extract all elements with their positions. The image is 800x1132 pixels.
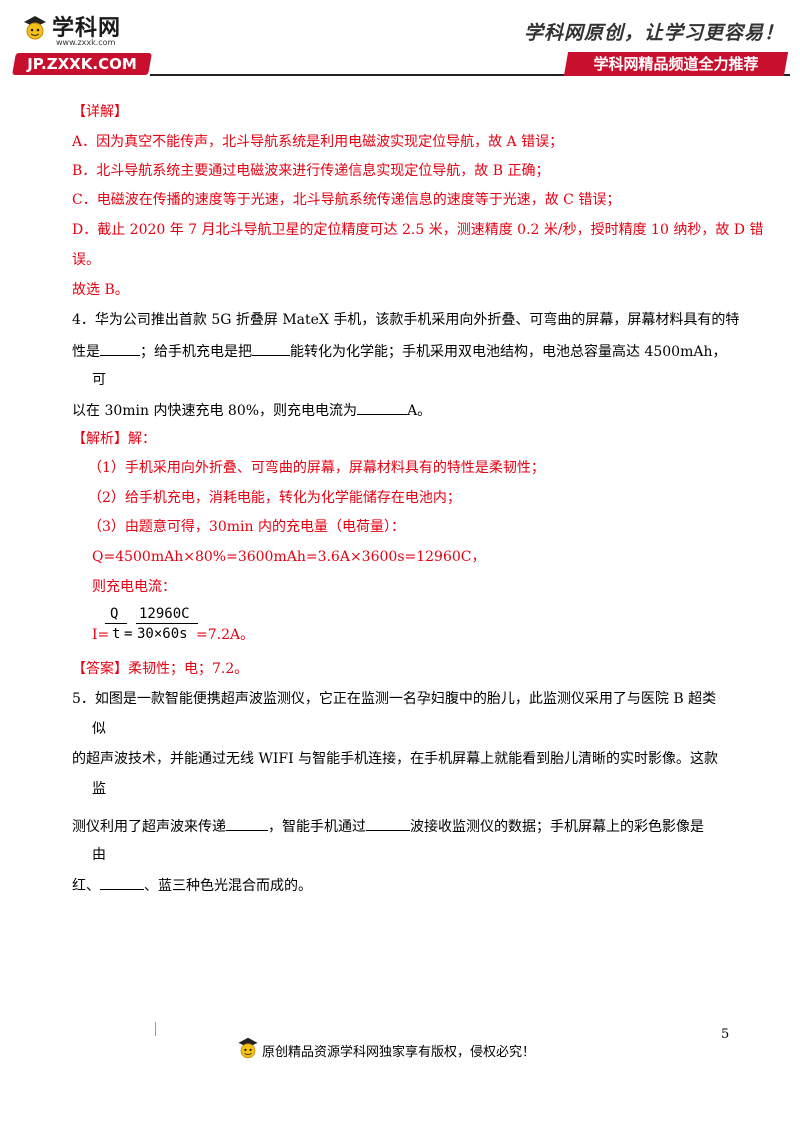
copyright-notice: 原创精品资源学科网独家享有版权，侵权必究！ <box>262 1045 536 1060</box>
q5-line-3: 的超声波技术，并能通过无线 WIFI 与智能手机连接，在手机屏幕上就能看到胎儿清… <box>72 751 719 767</box>
q4-blank-2[interactable] <box>252 341 290 356</box>
q4-text: 能转化为化学能；手机采用双电池结构，电池总容量高达 4500mAh， <box>290 344 727 360</box>
mascot-icon <box>24 16 46 40</box>
q4-line-1: 4．华为公司推出首款 5G 折叠屏 MateX 手机，该款手机采用向外折叠、可弯… <box>72 312 740 328</box>
analysis-step-1: （1）手机采用向外折叠、可弯曲的屏幕，屏幕材料具有的特性是柔韧性； <box>88 460 545 476</box>
fraction-eq: = <box>124 626 133 642</box>
q5-line-2: 似 <box>92 721 106 737</box>
q5-text: 波接收监测仪的数据；手机屏幕上的彩色影像是 <box>410 819 704 835</box>
channel-banner-label: 学科网精品频道全力推荐 <box>593 55 759 73</box>
logo-name: 学科网 <box>52 16 122 41</box>
q5-text: ，智能手机通过 <box>268 819 366 835</box>
q5-line-1: 5．如图是一款智能便携超声波监测仪，它正在监测一名孕妇腹中的胎儿，此监测仪采用了… <box>72 691 717 707</box>
analysis-step-2: （2）给手机充电，消耗电能，转化为化学能储存在电池内； <box>88 490 461 506</box>
header-divider <box>150 74 790 76</box>
page-number: 5 <box>721 1027 730 1042</box>
detail-option-c: C．电磁波在传播的速度等于光速，北斗导航系统传递信息的速度等于光速，故 C 错误… <box>72 192 621 208</box>
q5-line-7: 红、 、蓝三种色光混合而成的。 <box>72 875 312 895</box>
q5-blank-2[interactable] <box>366 816 410 831</box>
q4-text: 性是 <box>72 344 100 360</box>
analysis-formula-q: Q=4500mAh×80%=3600mAh=3.6A×3600s=12960C， <box>92 549 486 565</box>
fraction-1-denominator: t <box>112 626 121 642</box>
q4-line-2: 性是 ；给手机充电是把 能转化为化学能；手机采用双电池结构，电池总容量高达 4500… <box>72 341 726 361</box>
fraction-2-bar <box>136 623 198 624</box>
mascot-icon <box>238 1037 258 1059</box>
fraction-2-denominator: 30×60s <box>137 626 188 642</box>
margin-mark <box>155 1022 156 1036</box>
analysis-current-label: 则充电电流： <box>92 579 176 595</box>
analysis-heading: 【解析】解： <box>72 430 156 448</box>
current-eq-left: I= <box>92 627 110 643</box>
analysis-label: 【解析】 <box>72 431 128 447</box>
logo-url: www.zxxk.com <box>56 38 116 47</box>
q5-line-6: 由 <box>92 847 106 863</box>
detail-option-d-cont: 误。 <box>72 252 100 268</box>
fraction-1-bar <box>105 623 127 624</box>
answer-line: 【答案】柔韧性；电；7.2。 <box>72 660 248 678</box>
q5-line-4: 监 <box>92 781 106 797</box>
detail-option-d: D．截止 2020 年 7 月北斗导航卫星的定位精度可达 2.5 米，测速精度 … <box>72 222 764 238</box>
q4-line-4: 以在 30min 内快速充电 80%，则充电电流为 A。 <box>72 400 431 420</box>
detail-option-a: A．因为真空不能传声，北斗导航系统是利用电磁波实现定位导航，故 A 错误； <box>72 134 564 150</box>
q5-text: 、蓝三种色光混合而成的。 <box>144 878 312 894</box>
q5-line-5: 测仪利用了超声波来传递 ，智能手机通过 波接收监测仪的数据；手机屏幕上的彩色影像是 <box>72 816 704 836</box>
q4-line-3: 可 <box>92 372 106 388</box>
answer-label: 【答案】 <box>72 661 128 677</box>
detail-conclusion: 故选 B。 <box>72 282 129 298</box>
detail-heading: 【详解】 <box>72 104 128 120</box>
analysis-step-3: （3）由题意可得，30min 内的充电量（电荷量）： <box>88 519 405 535</box>
answer-text: 柔韧性；电；7.2。 <box>128 661 249 677</box>
analysis-label-after: 解： <box>128 431 156 447</box>
logo-bar-label: JP.ZXXK.COM <box>27 55 137 73</box>
q5-text: 红、 <box>72 878 100 894</box>
q4-text: 以在 30min 内快速充电 80%，则充电电流为 <box>72 403 358 419</box>
fraction-2-numerator: 12960C <box>139 606 190 622</box>
q4-text: A。 <box>407 403 432 419</box>
q4-blank-1[interactable] <box>100 341 140 356</box>
channel-banner[interactable]: 学科网精品频道全力推荐 <box>563 52 789 76</box>
q5-blank-1[interactable] <box>226 816 268 831</box>
q4-blank-3[interactable] <box>357 400 408 415</box>
detail-option-b: B．北斗导航系统主要通过电磁波来进行传递信息实现定位导航，故 B 正确； <box>72 163 550 179</box>
q5-text: 测仪利用了超声波来传递 <box>72 819 226 835</box>
current-result: =7.2A。 <box>196 627 255 643</box>
q5-blank-3[interactable] <box>100 875 144 890</box>
fraction-1-numerator: Q <box>110 606 119 622</box>
q4-text: ；给手机充电是把 <box>140 344 252 360</box>
logo-bar[interactable]: JP.ZXXK.COM <box>12 53 152 75</box>
slogan: 学科网原创，让学习更容易！ <box>523 22 784 44</box>
page-header: 学科网 www.zxxk.com JP.ZXXK.COM 学科网原创，让学习更容… <box>0 0 800 90</box>
